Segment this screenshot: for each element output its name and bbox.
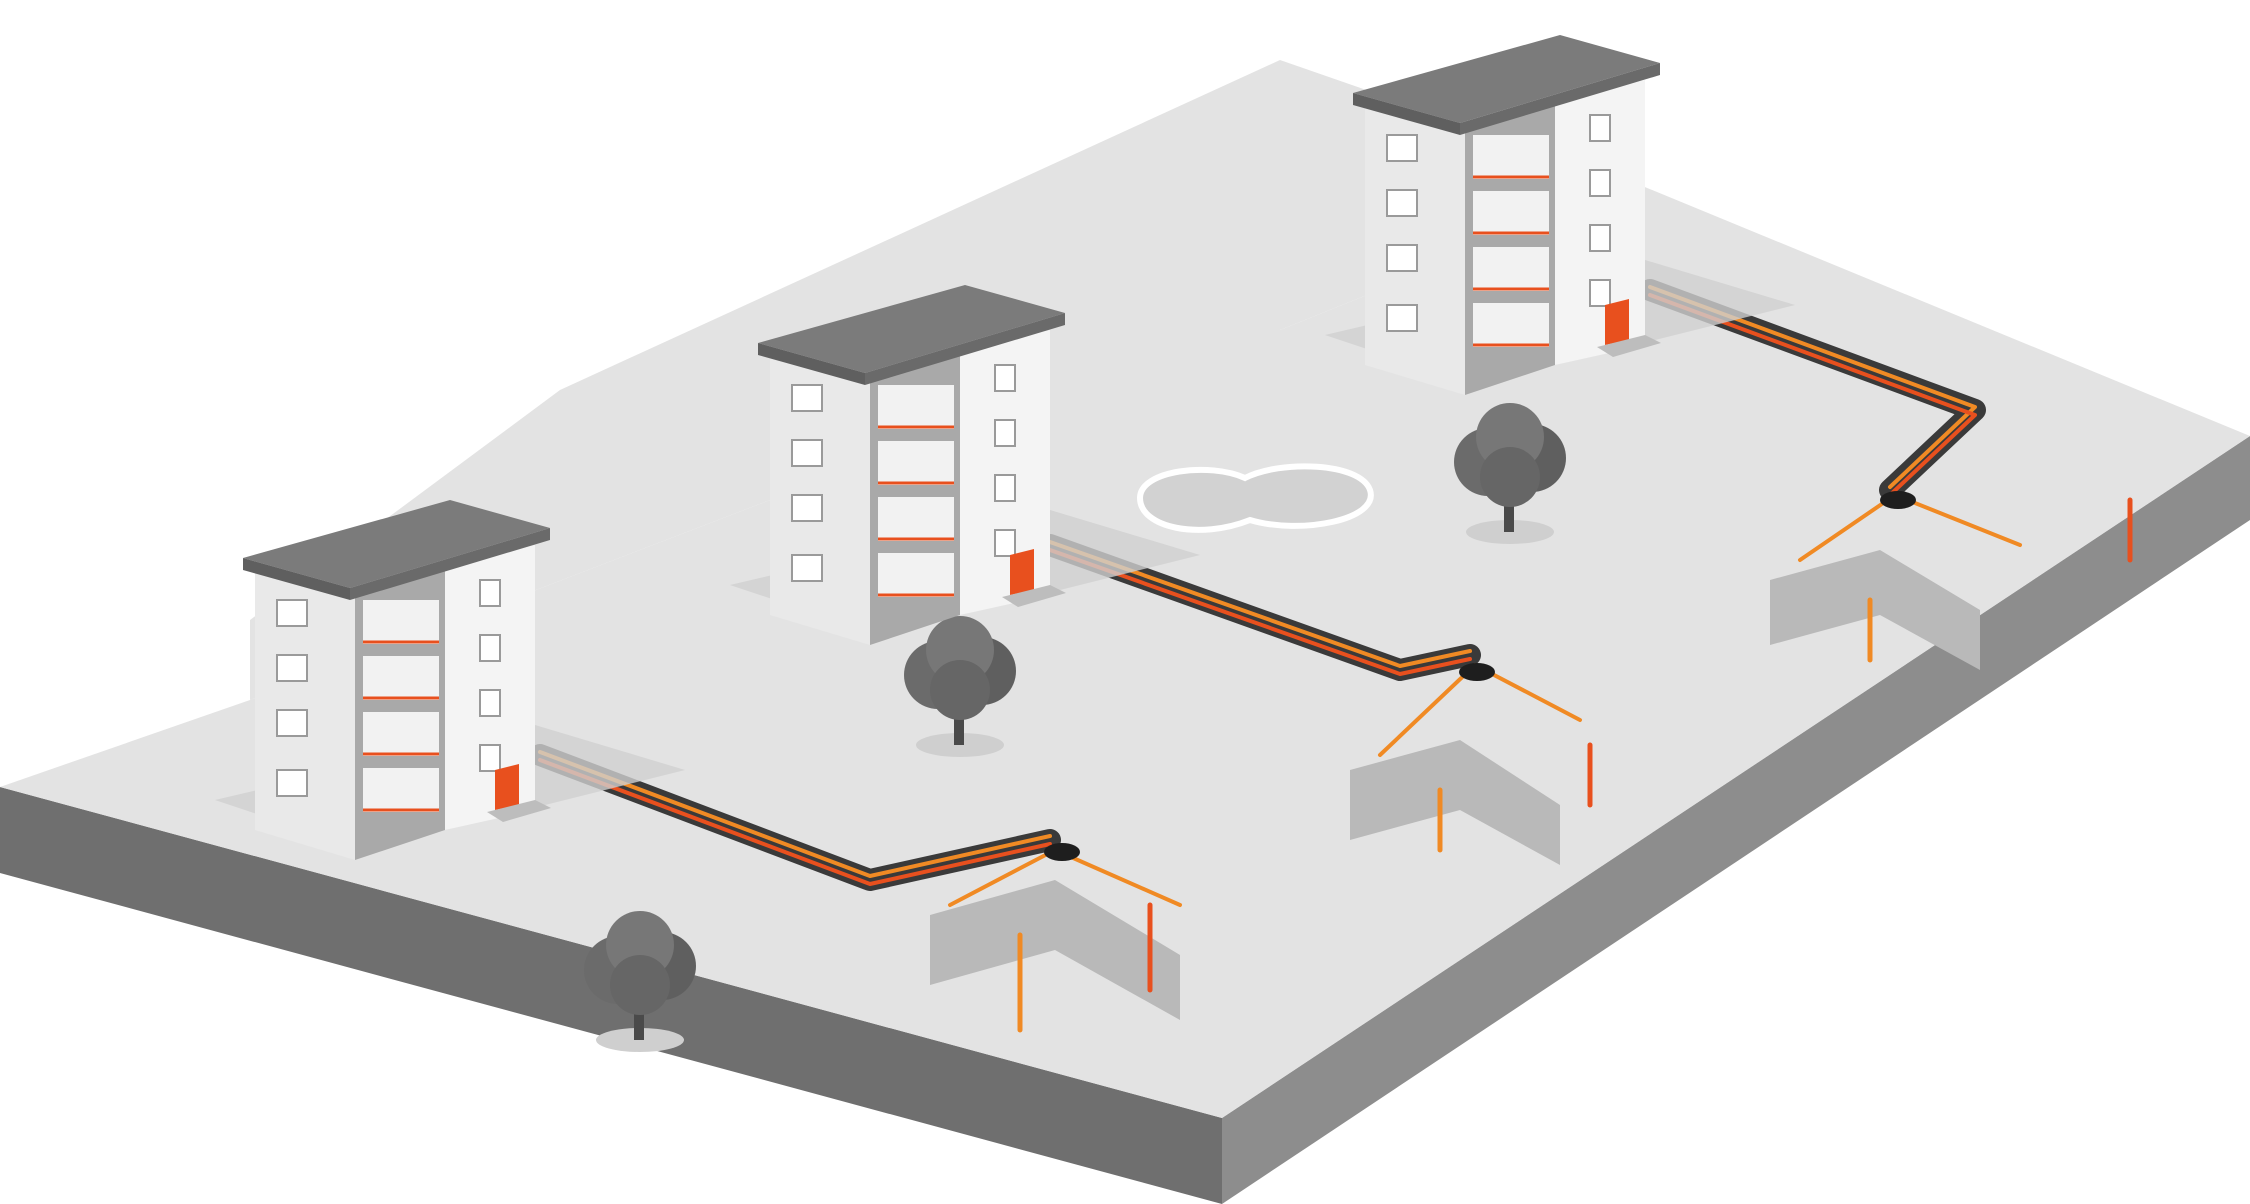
junction-boxes bbox=[1044, 491, 1916, 861]
trench-cutouts bbox=[930, 550, 1980, 1020]
pipe-supply-right bbox=[1648, 285, 1977, 489]
ground-top-face bbox=[0, 185, 2250, 1118]
ground-side-face bbox=[1222, 436, 2250, 1204]
pipe-return-right bbox=[1648, 293, 1977, 497]
trench-line-middle bbox=[1039, 534, 1481, 681]
tree-middle bbox=[904, 616, 1016, 757]
pipe-return-left bbox=[538, 758, 1052, 886]
trench-cutout-2 bbox=[1350, 740, 1560, 865]
pond-shape bbox=[1136, 463, 1374, 533]
junction-box-right bbox=[1880, 491, 1916, 509]
trench-line-left bbox=[529, 744, 1061, 891]
trench-line-right bbox=[1639, 279, 1986, 501]
trees bbox=[584, 403, 1566, 1052]
junction-box-middle bbox=[1459, 663, 1495, 681]
pipe-supply-middle bbox=[1048, 540, 1472, 668]
trench-cutout-3 bbox=[1770, 550, 1980, 670]
pipe-network bbox=[529, 279, 2133, 1033]
tree-left bbox=[584, 911, 696, 1052]
pond bbox=[1136, 463, 1374, 533]
junction-box-left bbox=[1044, 843, 1080, 861]
pipe-supply-left bbox=[538, 750, 1052, 878]
tree-right bbox=[1454, 403, 1566, 544]
trench-cutout-1 bbox=[930, 880, 1180, 1020]
pipe-return-middle bbox=[1048, 548, 1472, 676]
